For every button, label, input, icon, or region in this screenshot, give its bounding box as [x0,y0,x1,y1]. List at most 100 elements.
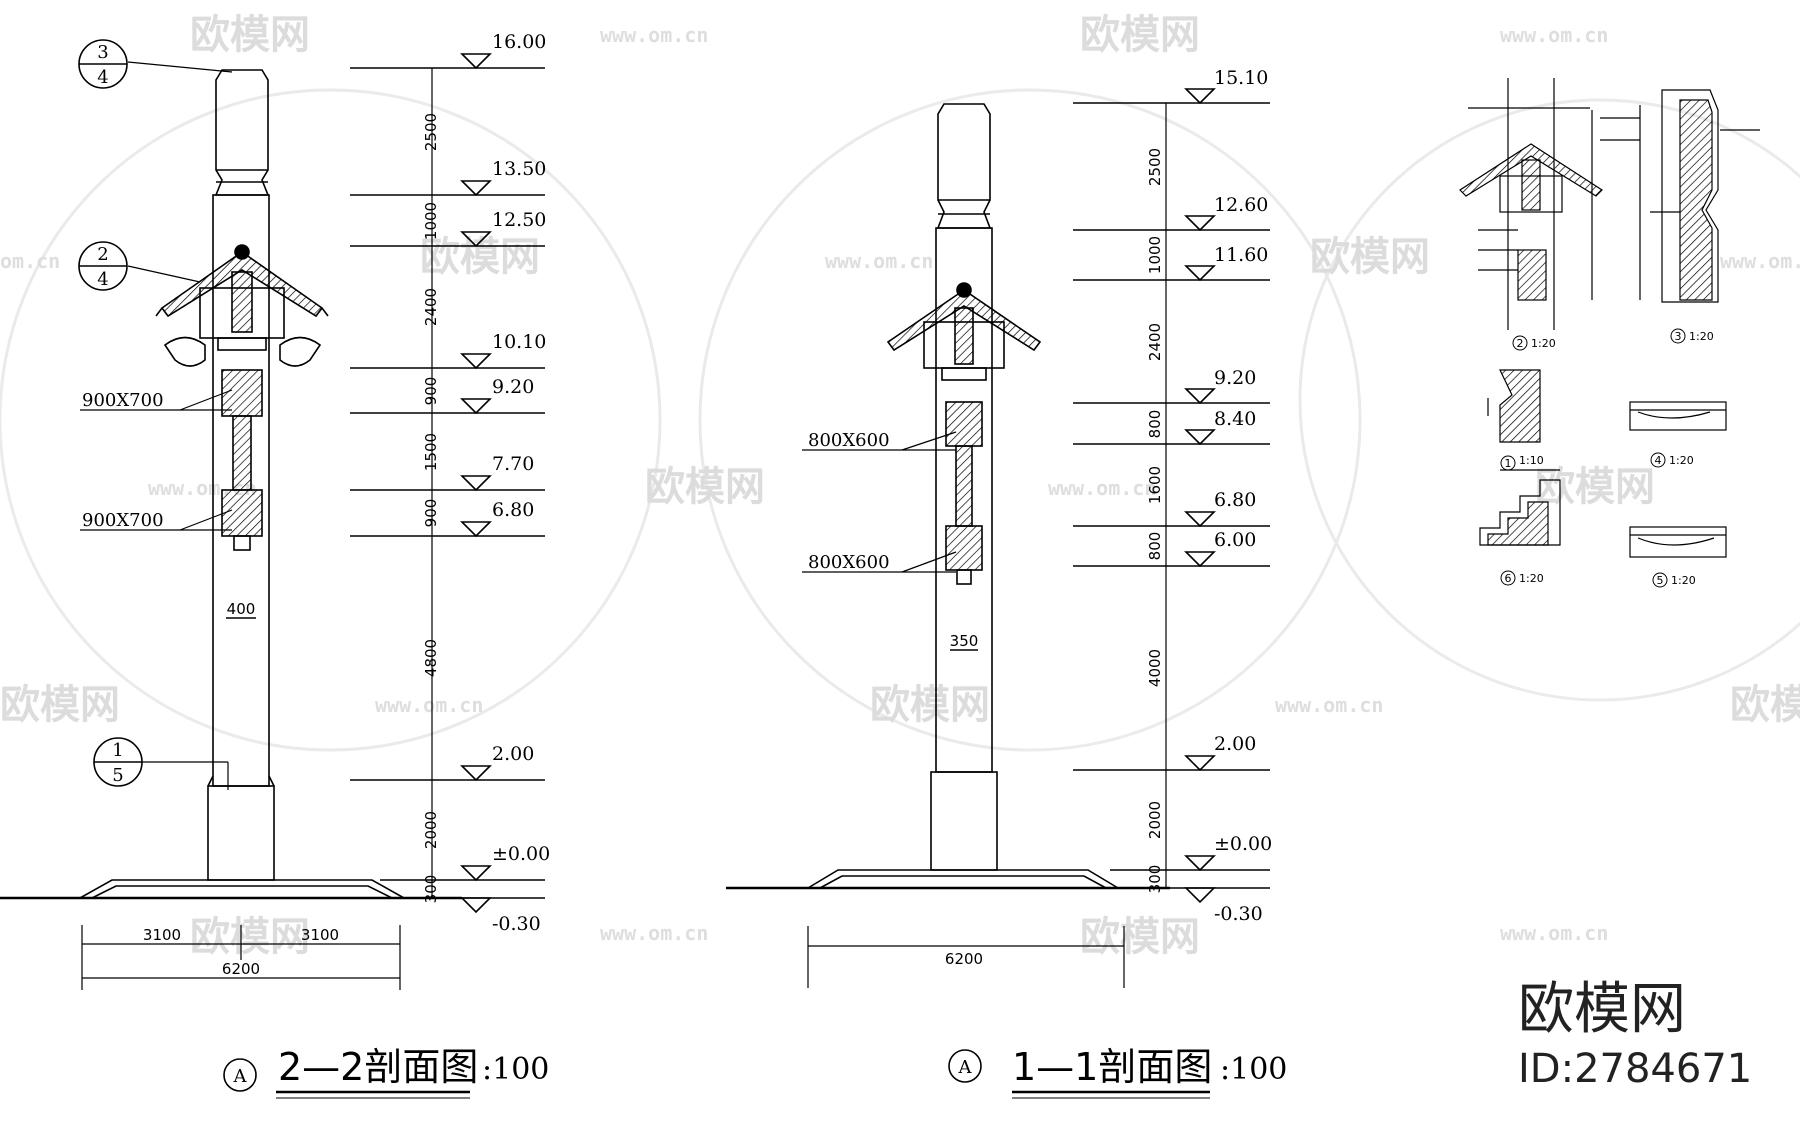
elevation-label: 8.40 [1214,408,1256,430]
watermark-url: om.cn [0,249,60,273]
dimension-label: 4800 [422,639,440,677]
dimension-label: 1000 [422,202,440,240]
dimension-label: 6200 [222,960,260,978]
elevation-label: 12.50 [492,209,546,231]
dimension-label: 2400 [422,288,440,326]
detail-number: 6 [1505,572,1512,585]
elevation-label: ±0.00 [492,843,550,865]
callout-number: 1 [112,740,123,761]
axis-marker: A [233,1066,248,1087]
member-size-label: 900X700 [82,390,164,411]
watermark-text: 欧模网 [645,464,765,510]
column-width-label: 350 [950,632,979,650]
watermark-text: 欧模网 [1535,464,1655,510]
section-scale: :100 [482,1052,549,1087]
brand-name: 欧模网 [1518,977,1686,1042]
watermark-url: www.om.cn [1275,693,1383,717]
brand-block: 欧模网 ID:2784671 [1518,977,1752,1092]
section-1-1 [726,102,1270,988]
watermark-url: www.om.cn [1048,476,1156,500]
title-2-2: A 2—2剖面图 :100 [223,1045,549,1099]
dimension-label: 2500 [1146,148,1164,186]
dimension-label: 300 [422,875,440,904]
watermark-text: 欧模网 [1730,682,1800,728]
elevation-label: 15.10 [1214,67,1268,89]
watermark-layer: 欧模网 欧模网 欧模网 欧模网 欧模网 欧模网 欧模网 欧模网 欧模网 欧模网 … [0,12,1800,960]
watermark-text: 欧模网 [870,682,990,728]
dimension-label: 300 [1146,865,1164,894]
column-width-label: 400 [227,600,256,618]
detail-number: 2 [1517,337,1524,350]
dimension-label: 2000 [422,811,440,849]
elevation-label: 6.00 [1214,529,1256,551]
callout-sheet: 4 [97,269,108,290]
member-size-label: 800X600 [808,430,890,451]
axis-marker: A [958,1057,973,1078]
detail-scale: 1:20 [1519,572,1544,585]
elevation-label: 9.20 [1214,367,1256,389]
elevation-label: 16.00 [492,31,546,53]
detail-scale: 1:20 [1669,454,1694,467]
detail-scale: 1:20 [1671,574,1696,587]
detail-drawings [1459,78,1760,558]
detail-number: 1 [1505,457,1512,470]
watermark-text: 欧模网 [0,682,120,728]
dimension-label: 800 [1146,532,1164,561]
watermark-url: www.om.cn [600,921,708,945]
watermark-text: 欧模网 [1310,234,1430,280]
member-size-label: 900X700 [82,510,164,531]
elevation-label: 2.00 [1214,733,1256,755]
elevation-label: -0.30 [492,913,541,935]
watermark-url: www.om.cn [825,249,933,273]
detail-number: 4 [1655,454,1662,467]
watermark-url: www.om.cn [1500,921,1608,945]
callout-number: 3 [97,42,108,63]
dimension-label: 1000 [1146,236,1164,274]
callouts-left: 3 4 2 4 1 5 [78,39,143,787]
dimension-label: 900 [422,499,440,528]
elevation-markers-left [461,53,491,913]
elevation-label: 6.80 [1214,489,1256,511]
elevation-label: 9.20 [492,376,534,398]
dimension-label: 3100 [301,926,339,944]
dimension-label: 900 [422,377,440,406]
watermark-url: www.om.cn [1720,249,1800,273]
watermark-text: 欧模网 [190,914,310,960]
callout-number: 2 [97,244,108,265]
elevation-label: ±0.00 [1214,833,1272,855]
elevation-label: 13.50 [492,158,546,180]
detail-labels: 2 1:20 3 1:20 1 1:10 4 1:20 6 1:20 5 1:2… [1500,328,1714,588]
dimension-label: 3100 [143,926,181,944]
detail-number: 5 [1657,574,1664,587]
watermark-text: 欧模网 [190,12,310,58]
elevation-label: 10.10 [492,331,546,353]
watermark-url: www.om.cn [375,693,483,717]
callout-sheet: 5 [112,765,123,786]
dimension-label: 1600 [1146,466,1164,504]
section-title: 1—1剖面图 [1012,1045,1212,1089]
vertical-dims-middle: 2500 1000 2400 800 1600 800 4000 2000 30… [1146,148,1164,893]
title-1-1: A 1—1剖面图 :100 [948,1045,1287,1099]
elevation-label: 7.70 [492,453,534,475]
watermark-url: www.om.cn [1500,23,1608,47]
watermark-text: 欧模网 [1080,12,1200,58]
dimension-label: 2500 [422,113,440,151]
watermark-url: www.om.cn [600,23,708,47]
dimension-label: 4000 [1146,649,1164,687]
dimension-label: 800 [1146,410,1164,439]
detail-number: 3 [1675,330,1682,343]
elevation-label: -0.30 [1214,903,1263,925]
section-title: 2—2剖面图 [278,1045,478,1089]
detail-scale: 1:20 [1689,330,1714,343]
brand-id: ID:2784671 [1518,1046,1752,1092]
elevation-label: 2.00 [492,743,534,765]
elevation-label: 11.60 [1214,244,1268,266]
detail-scale: 1:20 [1531,337,1556,350]
elevation-labels-middle: 15.10 12.60 11.60 9.20 8.40 6.80 6.00 2.… [1214,67,1272,925]
member-size-label: 800X600 [808,552,890,573]
elevation-label: 6.80 [492,499,534,521]
elevation-label: 12.60 [1214,194,1268,216]
vertical-dims-left: 2500 1000 2400 900 1500 900 4800 2000 30… [422,113,440,903]
section-scale: :100 [1220,1052,1287,1087]
